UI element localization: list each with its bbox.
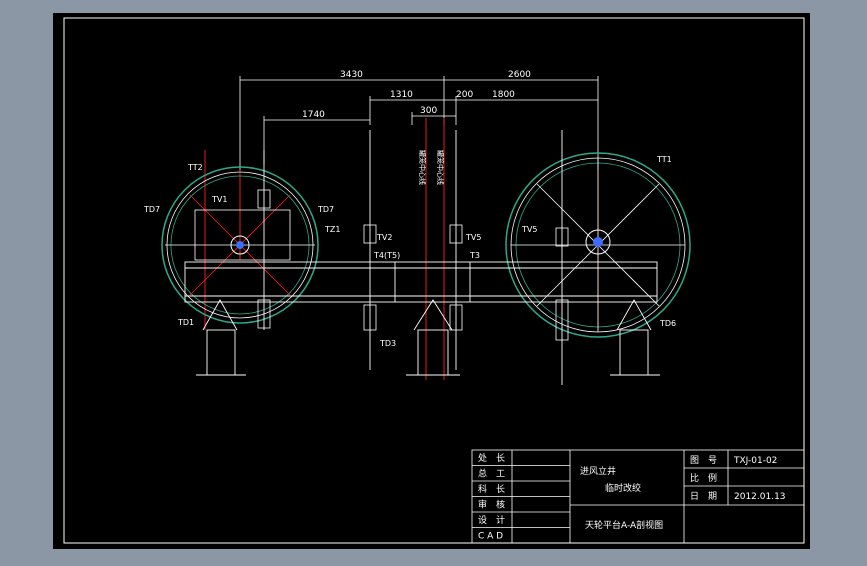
drawing-title: 天轮平台A-A剖视图	[585, 519, 663, 531]
field-value-2: 2012.01.13	[734, 492, 786, 502]
label-tv2: TV2	[376, 233, 392, 242]
label-td7-right: TD7	[317, 205, 334, 214]
label-td7-left: TD7	[143, 205, 160, 214]
label-tv1: TV1	[211, 195, 227, 204]
drawing-sheet	[53, 13, 810, 549]
field-label-2: 日 期	[690, 491, 717, 502]
vert-label-1: 罐笼中心线	[418, 150, 427, 185]
project-line2: 临时改绞	[605, 482, 641, 494]
label-tt1: TT1	[656, 155, 672, 164]
role-5: C A D	[478, 532, 503, 542]
title-block	[471, 449, 805, 544]
support-columns	[196, 299, 660, 376]
left-sheave-wheel	[161, 166, 319, 324]
role-1: 总 工	[478, 468, 505, 480]
dim-1740: 1740	[302, 110, 325, 120]
dim-1310: 1310	[390, 90, 413, 100]
dim-2600: 2600	[508, 70, 531, 80]
label-tz1: TZ1	[324, 225, 340, 234]
label-tv5-right: TV5	[521, 225, 537, 234]
label-td6: TD6	[659, 319, 676, 328]
project-line1: 进风立井	[580, 465, 616, 477]
role-0: 处 长	[478, 452, 505, 464]
field-label-0: 图 号	[690, 455, 717, 466]
role-4: 设 计	[478, 514, 505, 526]
dim-3430: 3430	[340, 70, 363, 80]
label-t4t5: T4(T5)	[373, 251, 400, 260]
label-td3: TD3	[379, 339, 396, 348]
drawing-border	[63, 17, 805, 544]
label-td1: TD1	[177, 318, 194, 327]
label-tv5-mid: TV5	[465, 233, 481, 242]
field-value-0: TXJ-01-02	[733, 456, 777, 466]
dim-1800: 1800	[492, 90, 515, 100]
role-3: 审 核	[478, 499, 505, 511]
vert-label-2: 罐笼中心线	[436, 150, 445, 185]
role-2: 科 长	[478, 483, 505, 495]
field-label-1: 比 例	[690, 472, 717, 484]
rope-clamps	[257, 189, 569, 341]
dim-200: 200	[456, 90, 473, 100]
label-t3: T3	[469, 251, 480, 260]
dim-300: 300	[420, 106, 437, 116]
label-tt2: TT2	[187, 163, 203, 172]
right-sheave-wheel	[505, 152, 691, 338]
